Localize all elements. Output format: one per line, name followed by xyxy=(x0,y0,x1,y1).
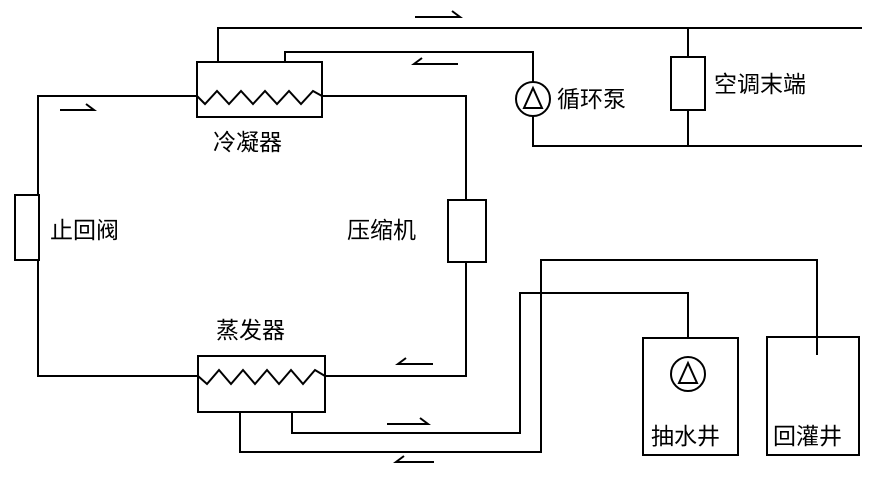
groundwater-inlet-line xyxy=(291,292,689,434)
condenser-coil xyxy=(196,89,323,106)
refrigerant-flow-arrow-bottom xyxy=(395,357,433,365)
hot-water-return-line xyxy=(284,51,534,82)
recharge-well-label: 回灌井 xyxy=(773,424,842,450)
well-pump-icon xyxy=(677,360,699,384)
condenser xyxy=(196,61,323,118)
groundwater-outlet-line xyxy=(239,259,818,453)
refrigerant-loop-left xyxy=(37,95,197,377)
ac-terminal xyxy=(670,56,706,111)
extraction-well-label: 抽水井 xyxy=(651,424,720,450)
condenser-label: 冷凝器 xyxy=(213,130,282,156)
refrigerant-flow-arrow-top xyxy=(60,103,97,111)
hot-water-supply-line xyxy=(217,27,862,62)
groundwater-flow-arrow-right xyxy=(387,417,431,425)
evaporator xyxy=(197,355,326,413)
recharge-well xyxy=(766,336,860,456)
water-flow-arrow-return xyxy=(411,57,458,65)
refrigerant-loop-right xyxy=(322,95,467,377)
ac-terminal-label: 空调末端 xyxy=(714,72,806,98)
groundwater-flow-arrow-left xyxy=(393,455,434,463)
check-valve xyxy=(14,194,40,261)
evaporator-label: 蒸发器 xyxy=(216,318,285,344)
water-flow-arrow-supply xyxy=(415,10,463,18)
hot-water-return-line-lower xyxy=(532,116,862,147)
evaporator-coil xyxy=(197,368,326,386)
check-valve-label: 止回阀 xyxy=(50,218,119,244)
compressor-label: 压缩机 xyxy=(347,218,416,244)
compressor xyxy=(447,199,487,263)
circulation-pump-icon xyxy=(522,85,544,109)
circulation-pump-label: 循环泵 xyxy=(557,87,626,113)
